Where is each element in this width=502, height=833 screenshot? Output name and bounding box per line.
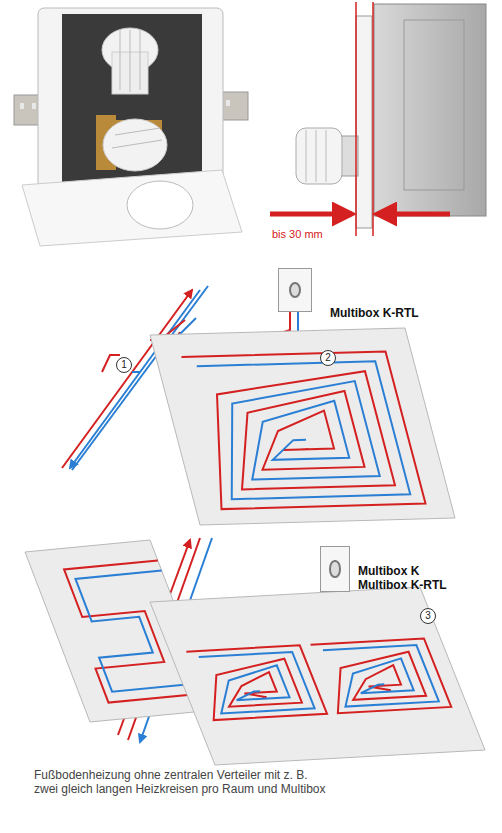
node-label: Multibox K-RTL (358, 578, 447, 592)
node-label: Multibox K-RTL (330, 306, 419, 320)
caption: Fußbodenheizung ohne zentralen Verteiler… (34, 768, 334, 796)
callout-number: 1 (116, 357, 132, 373)
valve-knob (289, 282, 302, 299)
floor-panel (150, 587, 485, 765)
floor-panel (150, 328, 455, 525)
heating-pipe (323, 645, 439, 707)
dimension-label: bis 30 mm (272, 228, 323, 240)
multibox-box (320, 546, 350, 592)
side-view (270, 2, 486, 236)
valve-knob (329, 560, 340, 578)
heating-pipe (197, 361, 411, 499)
heating-pipe (311, 638, 452, 713)
callout-number: 3 (420, 608, 436, 624)
multibox-box (278, 268, 312, 312)
heating-pipe (186, 645, 327, 720)
multibox-photo (14, 8, 248, 246)
heating-pipe (199, 652, 315, 714)
node-label: Multibox K (358, 564, 447, 578)
heating-pipe (182, 352, 426, 510)
callout-number: 2 (320, 350, 336, 366)
multibox-node: Multibox KMultibox K-RTL (320, 546, 447, 592)
multibox-node: Multibox K-RTL (278, 268, 419, 312)
